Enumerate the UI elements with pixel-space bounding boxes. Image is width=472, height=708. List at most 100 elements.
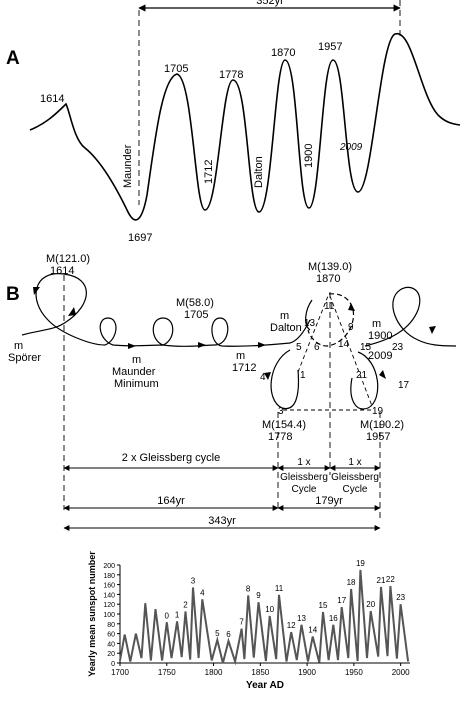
cycle-label: 23 — [396, 593, 405, 602]
y-tick-label: 60 — [107, 632, 115, 639]
x-tick-label: 1700 — [111, 668, 129, 677]
cycle-label: 5 — [215, 629, 220, 638]
panel-b-lower-left-loop — [270, 349, 300, 410]
panel-b: B M(121.0) 1614 M(58.0) 1705 M(139.0 — [6, 253, 457, 531]
label-1712: 1712 — [203, 160, 215, 184]
cycle-number: 14 — [338, 339, 350, 350]
label-dalton-m: m — [280, 310, 289, 322]
cycle-label: 16 — [329, 614, 338, 623]
panel-b-dalton-loop-left — [305, 299, 313, 331]
label-m190: M(190.2) — [360, 419, 404, 431]
cycle-label: 6 — [226, 630, 231, 639]
label-cycle-a: Cycle — [291, 484, 316, 495]
arrow-6 — [348, 303, 355, 311]
cycle-label: 15 — [319, 601, 328, 610]
label-2009: 2009 — [339, 142, 363, 153]
panel-b-letter: B — [6, 284, 20, 305]
x-tick-label: 1950 — [345, 668, 363, 677]
label-1900-m: m — [372, 318, 381, 330]
x-tick-label: 1900 — [298, 668, 316, 677]
label-m58: M(58.0) — [176, 297, 214, 309]
y-tick-label: 180 — [103, 573, 115, 580]
cycle-number: 13 — [304, 318, 316, 329]
x-tick-label: 1750 — [158, 668, 176, 677]
panel-a-letter: A — [6, 48, 20, 69]
cycle-label: 7 — [239, 618, 244, 627]
cycle-label: 22 — [386, 575, 395, 584]
label-m190-year: 1957 — [366, 431, 390, 443]
label-gleissberg-a: Gleissberg — [280, 472, 328, 483]
y-tick-label: 40 — [107, 641, 115, 648]
cycle-number: 17 — [398, 380, 410, 391]
cycle-label: 18 — [347, 578, 356, 587]
cycle-number: 6 — [314, 342, 320, 353]
arrow-7 — [429, 326, 436, 334]
cycle-number: 5 — [296, 342, 302, 353]
cycle-label: 2 — [183, 601, 188, 610]
label-m121-year: 1614 — [50, 265, 74, 277]
arrow-5 — [258, 342, 266, 348]
cycle-number: 19 — [372, 406, 384, 417]
label-maunder-m: m — [132, 354, 141, 366]
cycle-label: 3 — [191, 577, 196, 586]
label-maunder: Maunder — [122, 144, 134, 188]
arrow-3 — [128, 343, 136, 349]
cycle-number: 4 — [260, 372, 266, 383]
arrow-9 — [379, 370, 386, 379]
cycle-label: 1 — [175, 610, 180, 619]
label-m154-year: 1778 — [268, 431, 292, 443]
label-cycle-b: Cycle — [342, 484, 367, 495]
y-tick-label: 80 — [107, 622, 115, 629]
x-axis-title: Year AD — [246, 680, 284, 691]
label-minimum: Minimum — [114, 378, 159, 390]
y-tick-label: 200 — [103, 563, 115, 570]
cycle-label: 13 — [297, 614, 306, 623]
cycle-number: 23 — [392, 342, 404, 353]
label-1x-b: 1 x — [348, 457, 361, 468]
cycle-label: 21 — [377, 576, 386, 585]
label-sporer: Spörer — [8, 352, 41, 364]
cycle-label: 8 — [246, 584, 251, 593]
cycle-label: 11 — [275, 584, 284, 593]
cycle-number: 11 — [324, 301, 335, 312]
cycle-label: 19 — [356, 559, 365, 568]
label-1778: 1778 — [219, 69, 243, 81]
label-1705: 1705 — [164, 63, 188, 75]
y-tick-label: 160 — [103, 583, 115, 590]
label-1712-m: m — [236, 350, 245, 362]
y-axis-title: Yearly mean sunspot number — [87, 551, 97, 677]
arrow-2 — [33, 287, 40, 295]
label-m154: M(154.4) — [262, 419, 306, 431]
cycle-label: 4 — [200, 588, 205, 597]
label-343yr: 343yr — [208, 515, 236, 527]
cycle-number: 1 — [300, 370, 306, 381]
cycle-label: 12 — [287, 621, 296, 630]
label-sporer-m: m — [14, 340, 23, 352]
label-1614: 1614 — [40, 93, 64, 105]
cycle-label: 0 — [165, 611, 170, 620]
arrow-8 — [264, 372, 271, 380]
label-1712-year: 1712 — [232, 362, 256, 374]
cycle-number: 3 — [278, 406, 284, 417]
cycle-label: 17 — [337, 596, 346, 605]
label-gleissberg-b: Gleissberg — [331, 472, 379, 483]
y-tick-label: 120 — [103, 602, 115, 609]
x-tick-label: 2000 — [392, 668, 410, 677]
cycle-number: 15 — [360, 342, 372, 353]
y-tick-label: 100 — [103, 612, 115, 619]
cycle-label: 14 — [308, 626, 317, 635]
panel-b-lower-right-loop — [350, 351, 379, 410]
label-1697: 1697 — [128, 232, 152, 244]
label-m121: M(121.0) — [46, 253, 90, 265]
label-m139-year: 1870 — [316, 273, 340, 285]
panel-b-trajectory — [21, 273, 311, 347]
panel-a: A 352yr 1614 1697 1705 1778 1870 1957 Ma… — [6, 0, 461, 244]
cycle-label: 10 — [265, 605, 274, 614]
span-352-label: 352yr — [256, 0, 284, 7]
arrow-4 — [198, 342, 206, 348]
panel-b-diag-right — [329, 295, 373, 407]
arrow-1 — [68, 307, 76, 316]
